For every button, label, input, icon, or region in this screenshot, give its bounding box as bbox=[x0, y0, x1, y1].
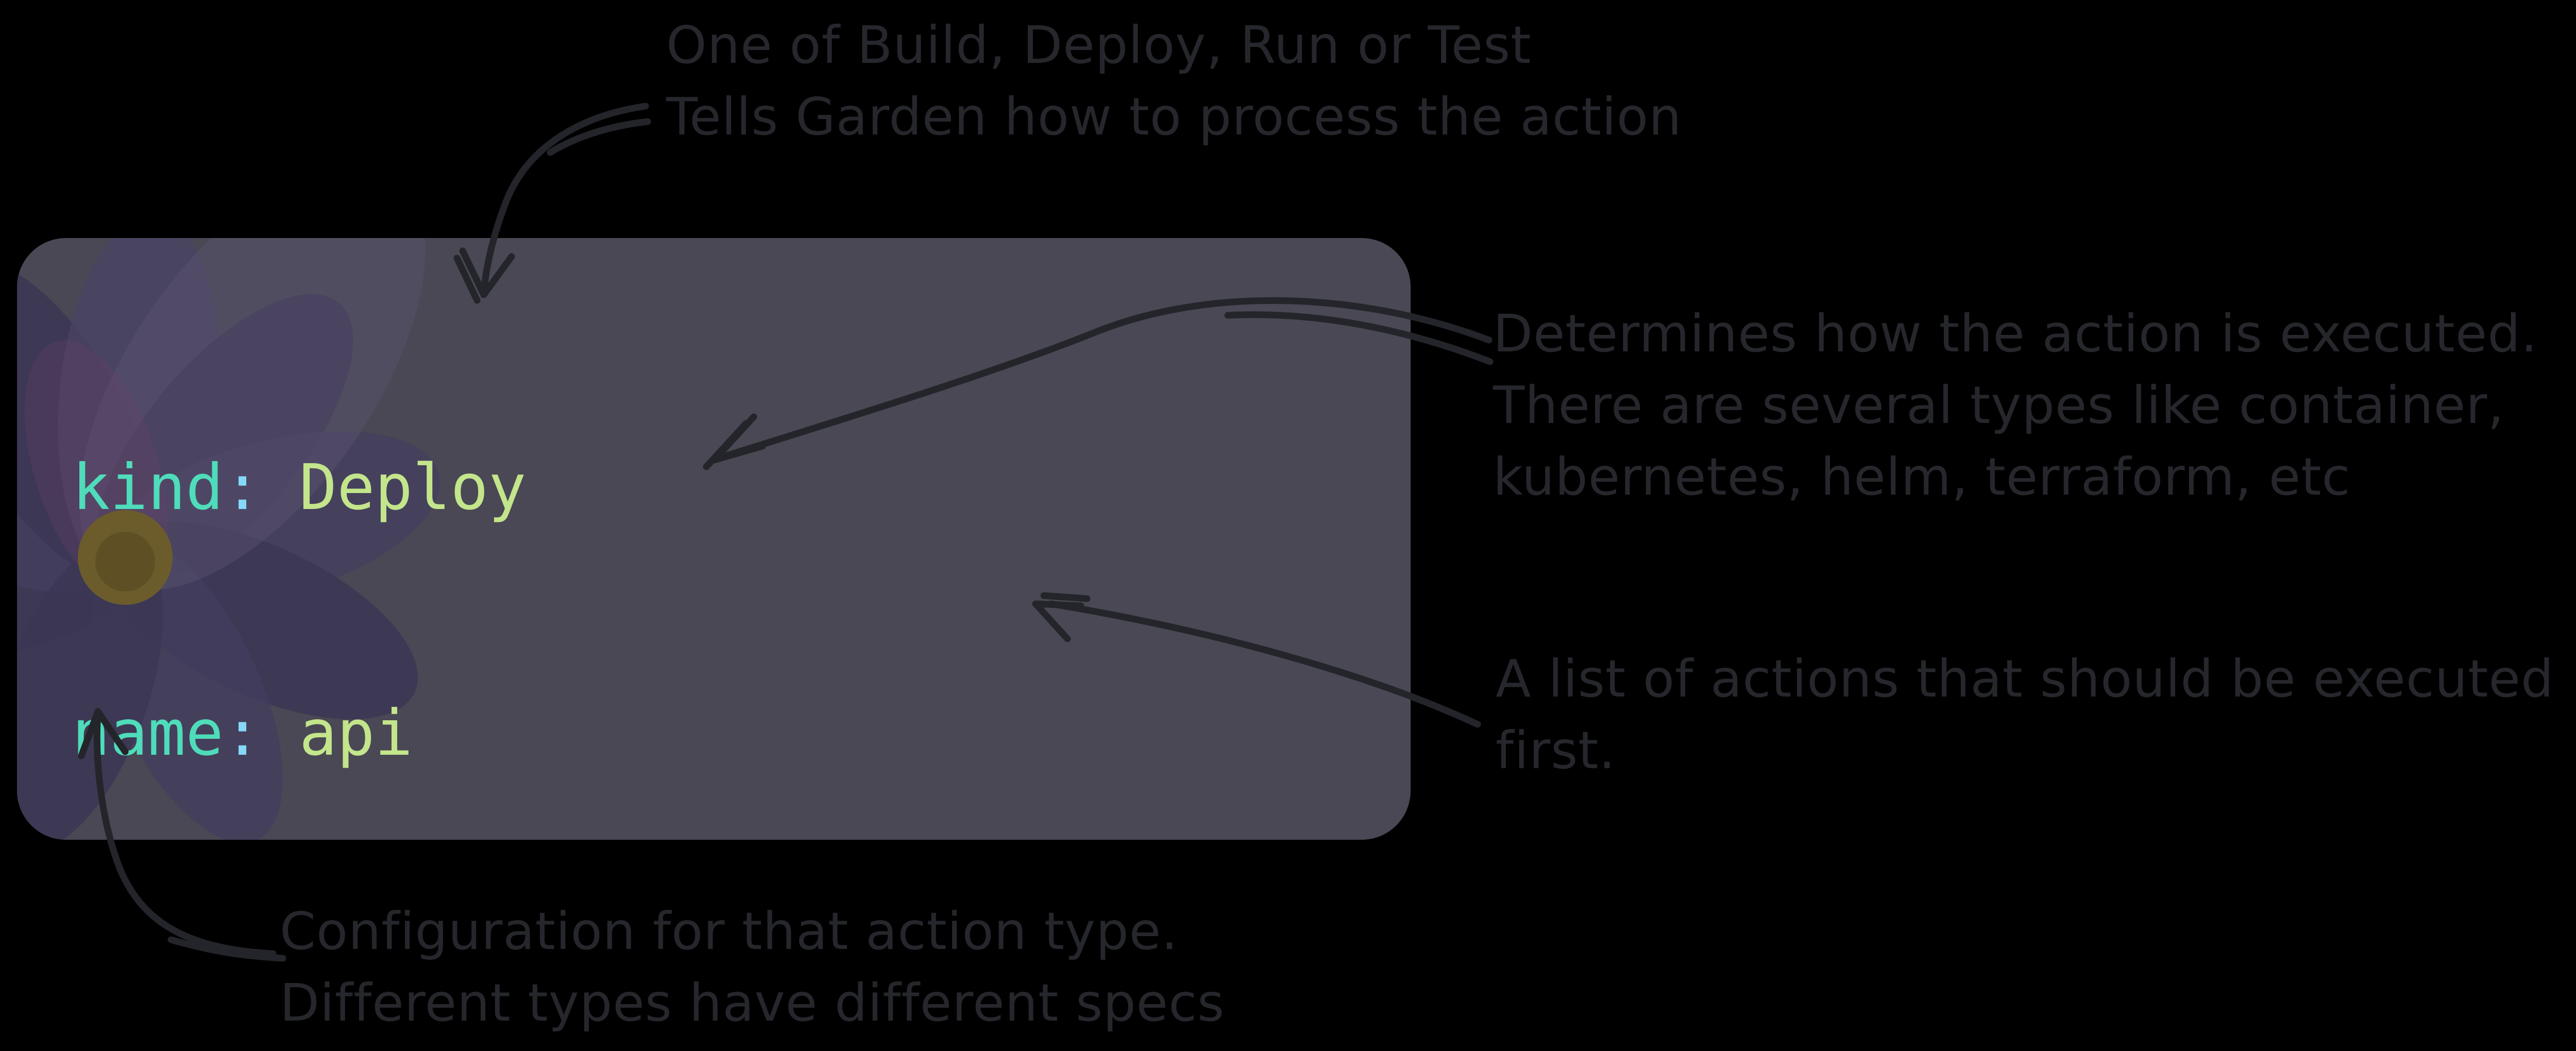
note-spec-line-1: Configuration for that action type. bbox=[280, 901, 1178, 961]
yaml-colon: : bbox=[223, 697, 262, 770]
yaml-key: name bbox=[72, 697, 224, 770]
note-kind-line-1: One of Build, Deploy, Run or Test bbox=[666, 15, 1532, 75]
note-kind: One of Build, Deploy, Run or Test Tells … bbox=[666, 9, 1682, 152]
yaml-colon: : bbox=[223, 451, 262, 524]
yaml-line-name: name: api bbox=[72, 692, 1397, 774]
note-dependencies: A list of actions that should be execute… bbox=[1496, 643, 2554, 786]
note-dependencies-line-2: first. bbox=[1496, 720, 1616, 781]
yaml-space bbox=[261, 697, 299, 770]
note-type-line-3: kubernetes, helm, terraform, etc bbox=[1493, 447, 2351, 507]
note-spec-line-2: Different types have different specs bbox=[280, 973, 1225, 1033]
yaml-code-card: kind: Deploy name: api type: kubernetes … bbox=[17, 238, 1411, 840]
yaml-line-kind: kind: Deploy bbox=[72, 447, 1397, 529]
note-spec: Configuration for that action type. Diff… bbox=[280, 895, 1225, 1039]
yaml-code: kind: Deploy name: api type: kubernetes … bbox=[72, 283, 1397, 840]
yaml-space bbox=[261, 451, 299, 524]
yaml-value: api bbox=[299, 697, 413, 770]
note-type-line-1: Determines how the action is executed. bbox=[1493, 303, 2538, 364]
note-kind-line-2: Tells Garden how to process the action bbox=[666, 87, 1682, 147]
note-type: Determines how the action is executed. T… bbox=[1493, 298, 2538, 513]
yaml-value: Deploy bbox=[299, 451, 527, 524]
yaml-key: kind bbox=[72, 451, 224, 524]
note-type-line-2: There are several types like container, bbox=[1493, 375, 2505, 435]
note-dependencies-line-1: A list of actions that should be execute… bbox=[1496, 649, 2554, 709]
